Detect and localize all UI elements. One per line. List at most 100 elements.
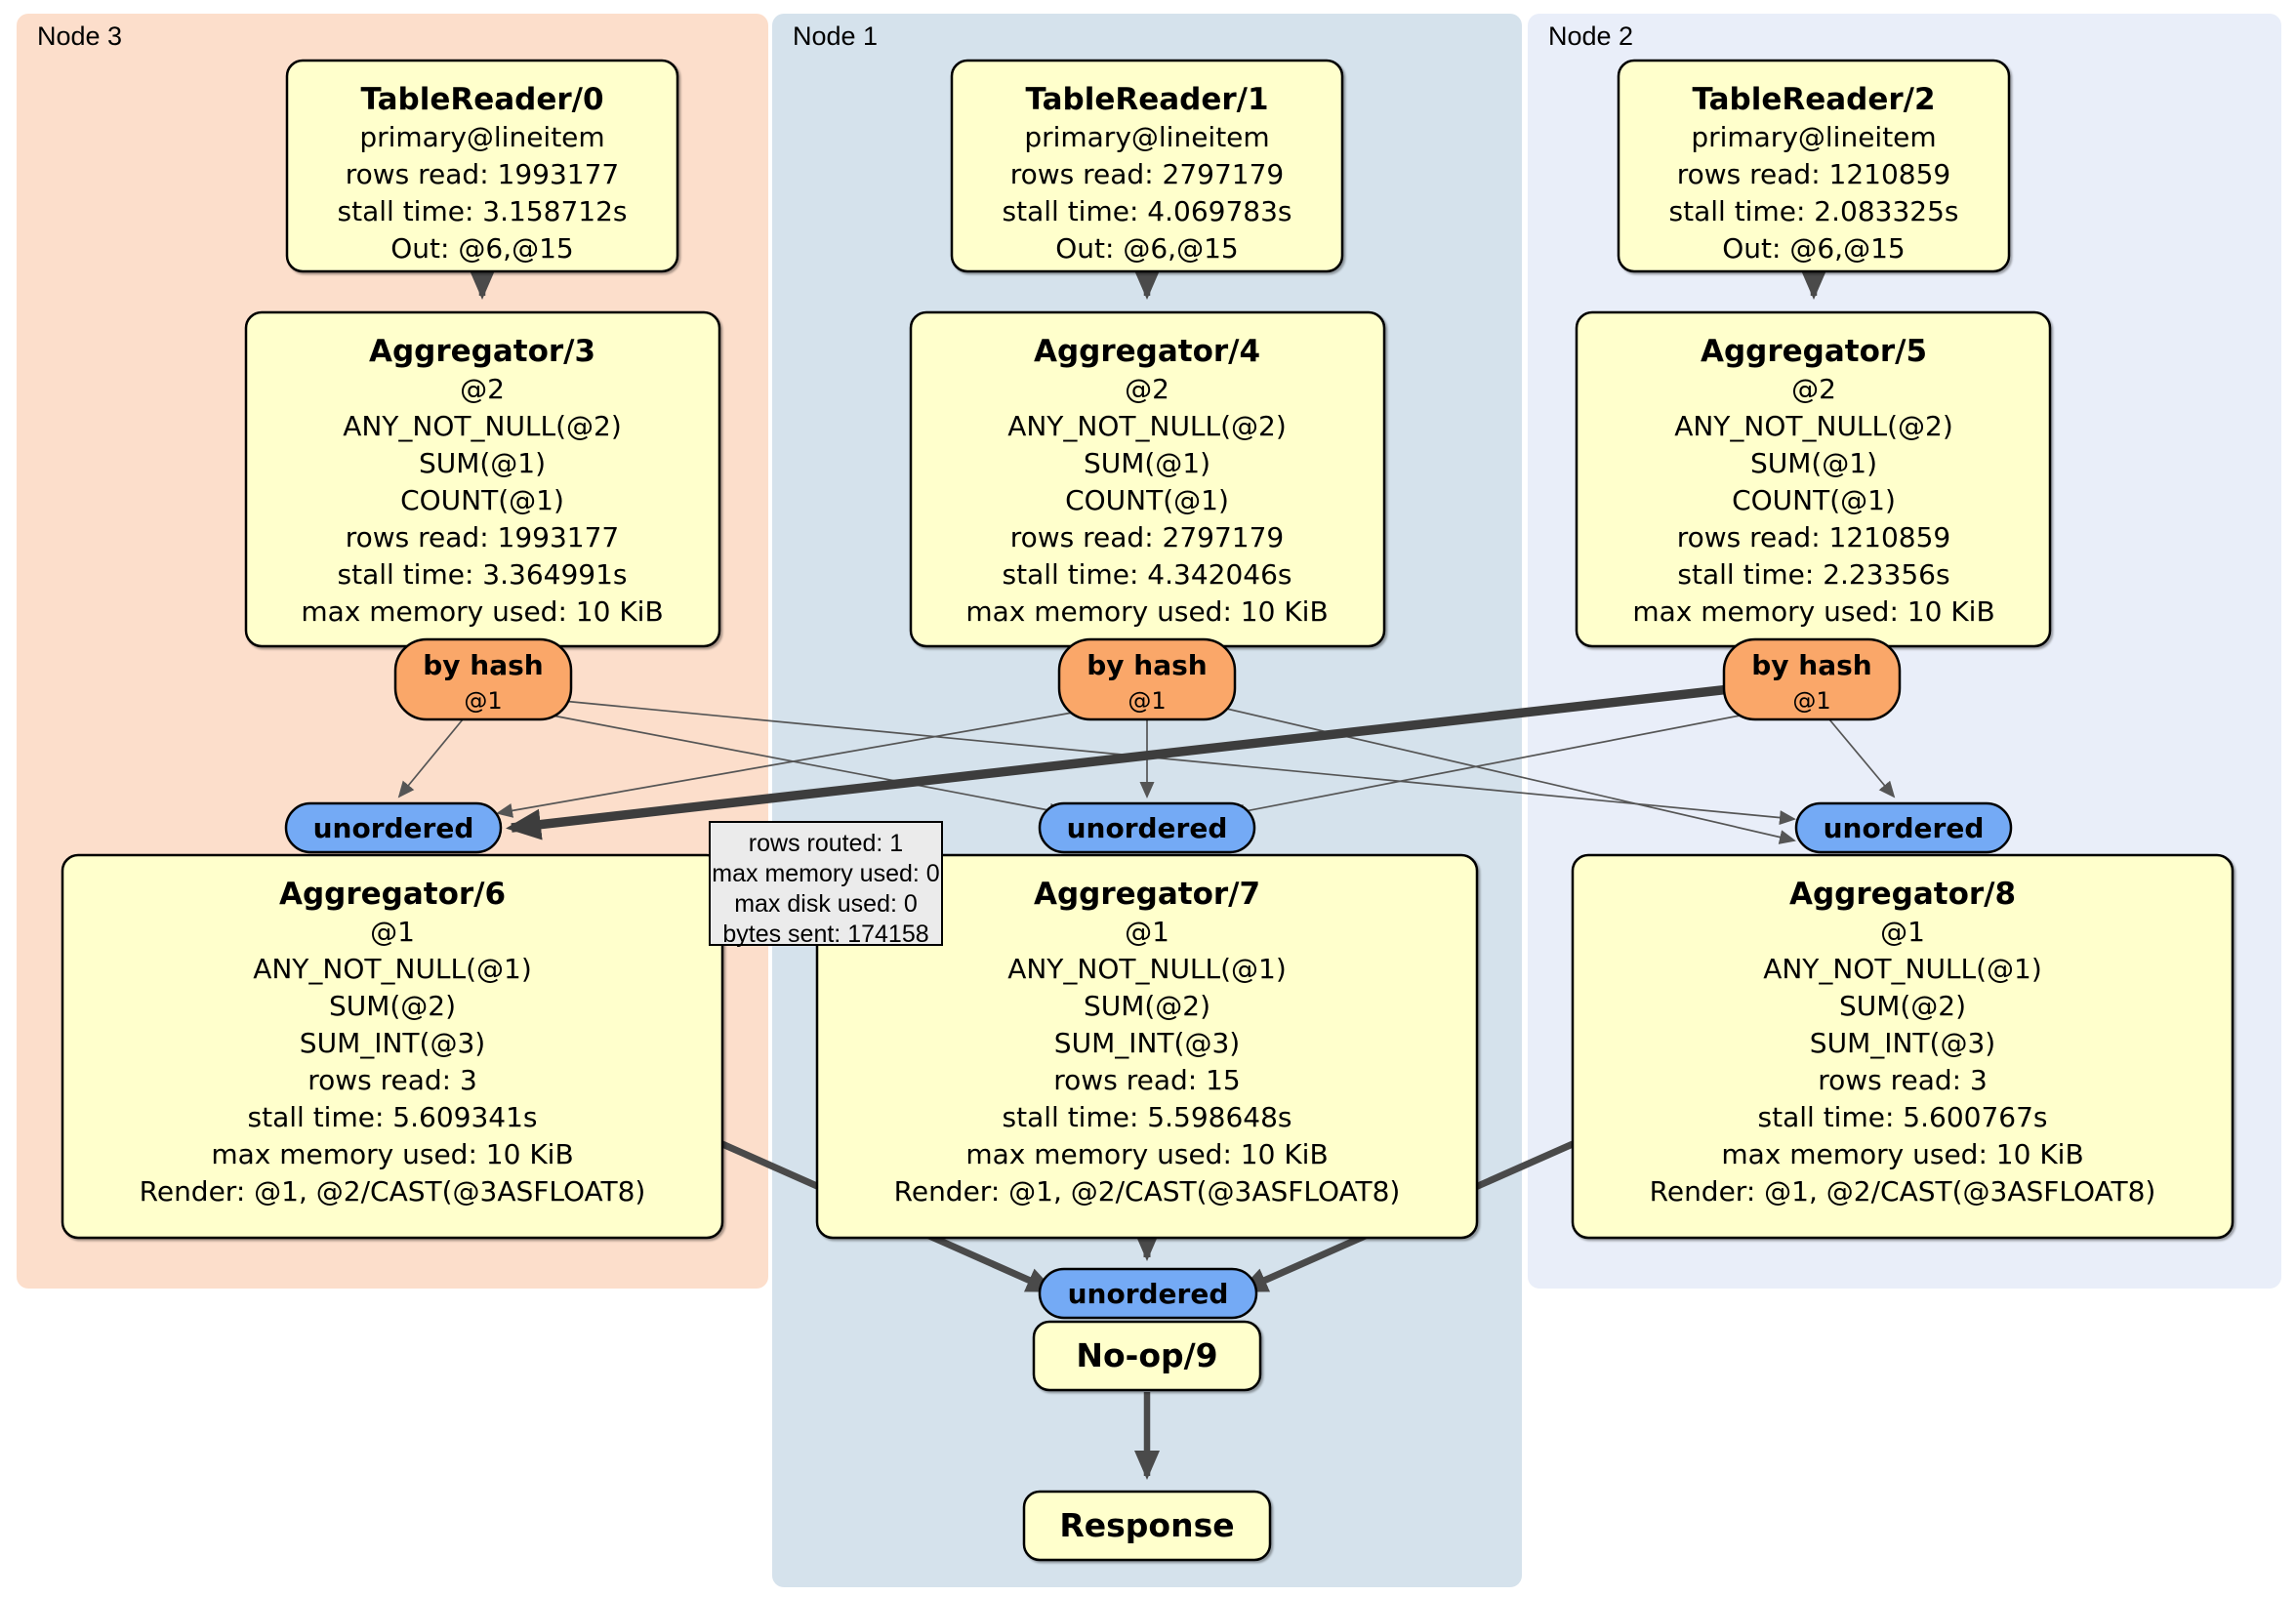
processor-line: stall time: 5.609341s	[248, 1101, 538, 1133]
processor-line: ANY_NOT_NULL(@2)	[343, 410, 622, 442]
processor-aggregator-4[interactable]: Aggregator/4 @2 ANY_NOT_NULL(@2) SUM(@1)…	[909, 310, 1386, 648]
processor-line: @2	[1125, 373, 1169, 405]
stream-unordered-node1[interactable]: unordered	[1038, 801, 1256, 854]
region-label-node3: Node 3	[37, 21, 122, 51]
processor-line: @1	[1125, 916, 1169, 948]
tooltip-line: max disk used: 0	[734, 890, 918, 918]
router-label: by hash	[1751, 649, 1871, 681]
processor-line: SUM(@2)	[1839, 990, 1966, 1022]
processor-line: @1	[1880, 916, 1925, 948]
edge-byhash5-unordered-n3-thick[interactable]	[506, 684, 1731, 840]
processor-tablereader-0[interactable]: TableReader/0 primary@lineitem rows read…	[285, 59, 679, 273]
processor-line: Render: @1, @2/CAST(@3ASFLOAT8)	[894, 1175, 1401, 1208]
edge-byhash5-unordered-n2[interactable]	[1828, 718, 1896, 798]
processor-aggregator-6[interactable]: Aggregator/6 @1 ANY_NOT_NULL(@1) SUM(@2)…	[61, 853, 724, 1240]
processor-line: COUNT(@1)	[400, 484, 564, 516]
edge-byhash3-unordered-n1[interactable]	[526, 710, 1066, 818]
edge-byhash5-unordered-n1[interactable]	[1228, 712, 1756, 819]
processor-line: ANY_NOT_NULL(@1)	[1763, 953, 2042, 985]
processor-line: max memory used: 10 KiB	[1721, 1138, 2083, 1170]
processor-line: stall time: 4.069783s	[1003, 195, 1292, 227]
processor-aggregator-8[interactable]: Aggregator/8 @1 ANY_NOT_NULL(@1) SUM(@2)…	[1571, 853, 2234, 1240]
processor-line: SUM_INT(@3)	[300, 1027, 485, 1059]
processor-line: SUM(@2)	[1084, 990, 1210, 1022]
edge-byhash4-unordered-n2[interactable]	[1217, 706, 1796, 844]
processor-title: TableReader/1	[1025, 82, 1268, 117]
processor-line: SUM(@1)	[1084, 447, 1210, 479]
processor-aggregator-7[interactable]: Aggregator/7 @1 ANY_NOT_NULL(@1) SUM(@2)…	[815, 853, 1479, 1240]
processor-line: stall time: 2.083325s	[1669, 195, 1959, 227]
processor-line: @2	[460, 373, 505, 405]
processor-line: stall time: 4.342046s	[1003, 558, 1292, 591]
tooltip-line: rows routed: 1	[749, 830, 903, 857]
router-hash-columns: @1	[464, 687, 502, 715]
processor-line: Out: @6,@15	[1055, 232, 1238, 265]
processor-line: SUM(@1)	[419, 447, 546, 479]
processor-title: Aggregator/4	[1034, 334, 1260, 369]
processor-line: rows read: 1993177	[346, 521, 620, 553]
processor-line: Out: @6,@15	[1722, 232, 1905, 265]
stream-label: unordered	[1824, 812, 1985, 844]
processor-line: rows read: 2797179	[1010, 521, 1285, 553]
processor-title: Aggregator/5	[1701, 334, 1927, 369]
edge-byhash3-unordered-n3[interactable]	[397, 718, 464, 798]
edge-byhash3-unordered-n2[interactable]	[541, 698, 1796, 826]
processor-line: Render: @1, @2/CAST(@3ASFLOAT8)	[1650, 1175, 2156, 1208]
processor-line: ANY_NOT_NULL(@2)	[1007, 410, 1287, 442]
processor-line: stall time: 5.600767s	[1758, 1101, 2048, 1133]
processor-line: rows read: 1993177	[346, 158, 620, 190]
router-byhash-node2[interactable]: by hash @1	[1722, 637, 1902, 721]
processor-line: Out: @6,@15	[390, 232, 573, 265]
router-byhash-node1[interactable]: by hash @1	[1057, 637, 1237, 721]
processor-aggregator-3[interactable]: Aggregator/3 @2 ANY_NOT_NULL(@2) SUM(@1)…	[244, 310, 721, 648]
processor-line: stall time: 2.23356s	[1677, 558, 1949, 591]
processor-line: COUNT(@1)	[1732, 484, 1896, 516]
router-hash-columns: @1	[1128, 687, 1166, 715]
processor-line: rows read: 1210859	[1677, 521, 1951, 553]
processor-line: ANY_NOT_NULL(@1)	[1007, 953, 1287, 985]
stream-unordered-final[interactable]: unordered	[1038, 1267, 1258, 1320]
processor-line: primary@lineitem	[359, 121, 604, 153]
router-label: by hash	[423, 649, 543, 681]
processor-tablereader-1[interactable]: TableReader/1 primary@lineitem rows read…	[950, 59, 1344, 273]
region-label-node2: Node 2	[1548, 21, 1633, 51]
processor-tablereader-2[interactable]: TableReader/2 primary@lineitem rows read…	[1617, 59, 2011, 273]
edge-byhash4-unordered-n3[interactable]	[496, 710, 1085, 818]
processor-title: Aggregator/3	[369, 334, 595, 369]
processor-line: primary@lineitem	[1691, 121, 1936, 153]
stream-unordered-node2[interactable]: unordered	[1794, 801, 2013, 854]
processor-line: @1	[370, 916, 415, 948]
processor-line: max memory used: 10 KiB	[301, 595, 663, 628]
processor-line: rows read: 3	[308, 1064, 477, 1096]
processor-line: stall time: 3.364991s	[338, 558, 628, 591]
processor-line: Render: @1, @2/CAST(@3ASFLOAT8)	[140, 1175, 646, 1208]
router-label: by hash	[1086, 649, 1207, 681]
tooltip-line: bytes sent: 174158	[722, 921, 928, 948]
processor-title: Aggregator/7	[1034, 877, 1260, 912]
processor-line: rows read: 1210859	[1677, 158, 1951, 190]
stream-label: unordered	[313, 812, 474, 844]
processor-noop-9[interactable]: No-op/9	[1032, 1320, 1262, 1392]
stream-unordered-node3[interactable]: unordered	[284, 801, 503, 854]
processor-line: max memory used: 10 KiB	[211, 1138, 573, 1170]
processor-line: SUM_INT(@3)	[1054, 1027, 1240, 1059]
processor-line: stall time: 3.158712s	[338, 195, 628, 227]
processor-title: Aggregator/8	[1789, 877, 2016, 912]
processor-title: TableReader/0	[360, 82, 603, 117]
processor-response[interactable]: Response	[1022, 1490, 1272, 1562]
processor-line: COUNT(@1)	[1065, 484, 1229, 516]
processor-line: max memory used: 10 KiB	[1632, 595, 1994, 628]
edge-stats-tooltip: rows routed: 1 max memory used: 0 max di…	[709, 821, 943, 948]
processor-line: stall time: 5.598648s	[1003, 1101, 1292, 1133]
stream-label: unordered	[1067, 812, 1228, 844]
processor-line: max memory used: 10 KiB	[965, 595, 1328, 628]
processor-line: primary@lineitem	[1024, 121, 1269, 153]
processor-line: max memory used: 10 KiB	[965, 1138, 1328, 1170]
processor-aggregator-5[interactable]: Aggregator/5 @2 ANY_NOT_NULL(@2) SUM(@1)…	[1575, 310, 2052, 648]
processor-line: SUM(@1)	[1750, 447, 1877, 479]
router-byhash-node3[interactable]: by hash @1	[393, 637, 573, 721]
region-label-node1: Node 1	[793, 21, 878, 51]
stream-label: unordered	[1068, 1278, 1229, 1310]
